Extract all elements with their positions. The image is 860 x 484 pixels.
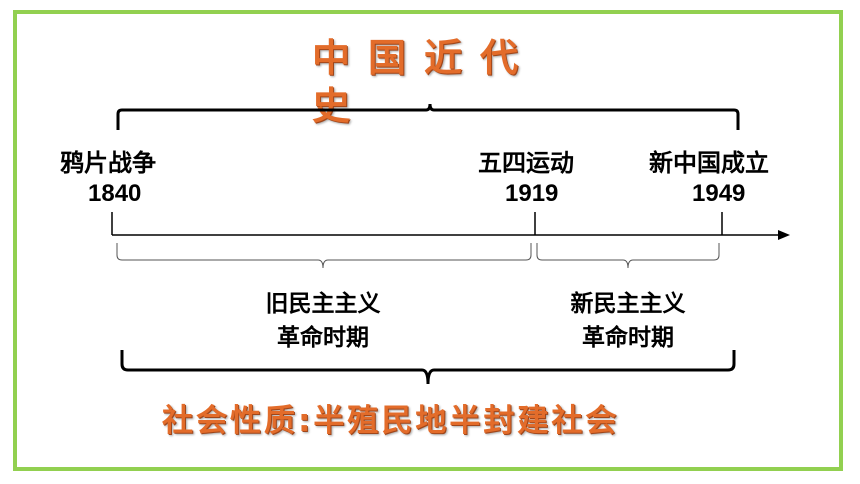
period-new-democratic: 新民主主义 革命时期: [553, 287, 703, 355]
year-1919: 1919: [505, 180, 559, 207]
period-new-line-1: 新民主主义: [570, 291, 686, 317]
period-old-line-2: 革命时期: [277, 325, 369, 351]
slide-title: 中国近代 史: [312, 32, 562, 132]
social-nature: 社会性质:半殖民地半封建社会: [162, 403, 620, 439]
period-old-democratic: 旧民主主义 革命时期: [248, 287, 398, 355]
event-prc-founding: 新中国成立: [649, 149, 769, 177]
bottom-brace: [120, 350, 736, 385]
slide-frame: [13, 10, 843, 471]
period-new-line-2: 革命时期: [582, 325, 674, 351]
title-line-1: 中国近代: [312, 36, 537, 80]
event-opium-war: 鸦片战争: [60, 149, 156, 177]
brace-old-democratic: [116, 243, 532, 269]
period-old-line-1: 旧民主主义: [265, 291, 381, 317]
top-brace: [116, 103, 740, 130]
year-1840: 1840: [88, 180, 142, 207]
brace-new-democratic: [536, 243, 720, 269]
timeline-arrow: [778, 230, 790, 240]
year-1949: 1949: [692, 180, 746, 207]
title-line-2: 史: [312, 84, 369, 128]
event-may-fourth: 五四运动: [478, 149, 574, 177]
